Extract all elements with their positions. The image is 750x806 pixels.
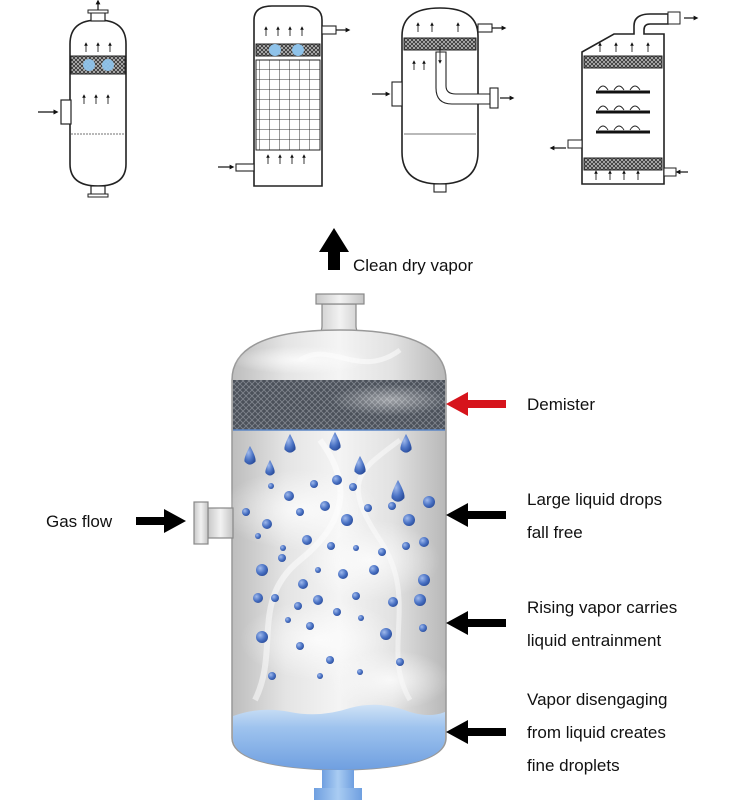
liquid-droplet	[388, 502, 396, 510]
liquid-droplet	[268, 672, 276, 680]
falling-drop	[284, 434, 296, 453]
disengaging-label-line-1: Vapor disengaging	[527, 690, 668, 709]
liquid-droplet	[255, 533, 261, 539]
rising-vapor-left-arrow-icon	[446, 611, 506, 635]
liquid-droplet	[333, 608, 341, 616]
liquid-droplet	[358, 615, 364, 621]
liquid-droplet	[315, 567, 321, 573]
liquid-droplet	[317, 673, 323, 679]
liquid-droplet	[294, 602, 302, 610]
liquid-droplet	[341, 514, 353, 526]
liquid-droplet	[280, 545, 286, 551]
liquid-droplet	[278, 554, 286, 562]
falling-drop	[400, 434, 412, 453]
liquid-droplet	[302, 535, 312, 545]
liquid-droplet	[353, 545, 359, 551]
liquid-droplet	[369, 565, 379, 575]
liquid-droplet	[256, 631, 268, 643]
disengaging-label-line-3: fine droplets	[527, 756, 620, 775]
liquid-droplet	[402, 542, 410, 550]
falling-drop	[265, 460, 275, 476]
thumbnail-tray-separator-4	[549, 11, 699, 185]
liquid-droplet	[378, 548, 386, 556]
liquid-droplet	[310, 480, 318, 488]
thumbnail-horizontal-inlet-separator-3	[372, 7, 515, 193]
liquid-droplet	[418, 574, 430, 586]
liquid-droplet	[262, 519, 272, 529]
clean-dry-vapor-label: Clean dry vapor	[353, 256, 474, 275]
main-separator-vessel	[193, 293, 450, 800]
demister-label: Demister	[527, 395, 596, 414]
liquid-droplet	[284, 491, 294, 501]
liquid-droplet	[380, 628, 392, 640]
disengaging-label-line-2: from liquid creates	[527, 723, 666, 742]
falling-drop	[391, 480, 405, 502]
rising-vapor-label-line-1: Rising vapor carries	[527, 598, 678, 617]
liquid-droplet	[285, 617, 291, 623]
liquid-droplet	[403, 514, 415, 526]
liquid-droplet	[268, 483, 274, 489]
liquid-droplet	[349, 483, 357, 491]
liquid-droplet	[271, 594, 279, 602]
liquid-pool	[233, 704, 445, 770]
liquid-droplet	[306, 622, 314, 630]
liquid-droplet	[419, 537, 429, 547]
large-drops-label-line-1: Large liquid drops	[527, 490, 663, 509]
gas-flow-label: Gas flow	[46, 512, 113, 531]
liquid-droplet	[242, 508, 250, 516]
liquid-droplet	[423, 496, 435, 508]
liquid-droplet	[313, 595, 323, 605]
liquid-droplet	[396, 658, 404, 666]
falling-drop	[244, 446, 256, 465]
large-drops-label-line-2: fall free	[527, 523, 583, 542]
liquid-droplet	[327, 542, 335, 550]
liquid-droplet	[296, 508, 304, 516]
large-drops-left-arrow-icon	[446, 503, 506, 527]
gas-flow-right-arrow-icon	[136, 509, 186, 533]
gas-inlet-nozzle	[193, 501, 234, 545]
liquid-droplet	[253, 593, 263, 603]
liquid-droplet	[352, 592, 360, 600]
rising-vapor-label-line-2: liquid entrainment	[527, 631, 662, 650]
liquid-droplet	[357, 669, 363, 675]
liquid-droplet	[320, 501, 330, 511]
falling-drop	[329, 432, 341, 451]
liquid-droplet	[326, 656, 334, 664]
liquid-droplet	[364, 504, 372, 512]
up-arrow-icon	[319, 228, 349, 270]
liquid-droplet	[256, 564, 268, 576]
disengaging-left-arrow-icon	[446, 720, 506, 744]
demister-left-arrow-icon	[446, 392, 506, 416]
thumbnail-vertical-separator-1	[38, 0, 127, 198]
liquid-droplets	[242, 432, 435, 680]
falling-drop	[354, 456, 366, 475]
liquid-droplet	[419, 624, 427, 632]
thumbnail-packed-separator-2	[218, 5, 351, 187]
liquid-droplet	[338, 569, 348, 579]
liquid-droplet	[388, 597, 398, 607]
liquid-droplet	[332, 475, 342, 485]
liquid-droplet	[296, 642, 304, 650]
liquid-droplet	[298, 579, 308, 589]
liquid-droplet	[414, 594, 426, 606]
